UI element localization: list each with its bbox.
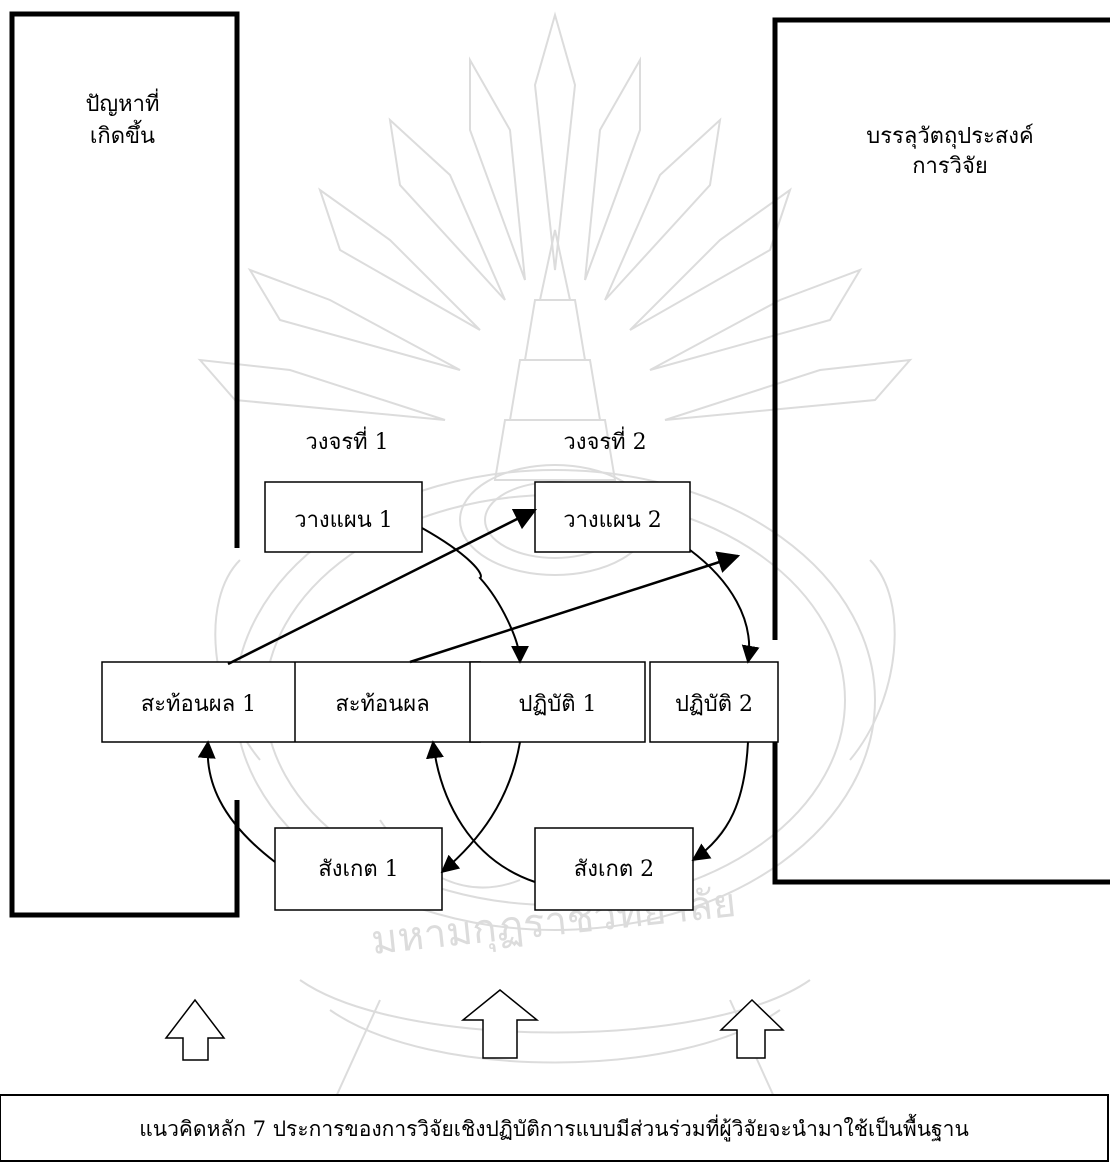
up-arrow-right: [719, 998, 785, 1059]
act2-label: ปฏิบัติ 2: [675, 692, 753, 717]
arrow-plan2-to-act2: [689, 549, 760, 664]
right-panel-title-line2: การวิจัย: [912, 154, 988, 179]
right-objective-panel: [772, 17, 1110, 885]
reflect1-label: สะท้อนผล 1: [140, 692, 257, 717]
seal-crown: [459, 229, 651, 576]
arrow-observe1-to-reflect1: [197, 740, 276, 863]
observe2-label: สังเกต 2: [573, 857, 655, 882]
bottom-principles-text: แนวคิดหลัก 7 ประการของการวิจัยเชิงปฏิบัต…: [139, 1117, 969, 1141]
observe1-label: สังเกต 1: [318, 857, 399, 882]
cycle2-label: วงจรที่ 2: [563, 430, 647, 455]
arrow-observe2-to-reflect2: [426, 740, 536, 883]
reflect-row-box: [101, 661, 481, 743]
act1-box: [469, 661, 646, 743]
act1-label: ปฏิบัติ 1: [518, 692, 597, 717]
plan2-box: [534, 481, 691, 553]
act2-box: [649, 661, 779, 743]
up-arrow-left: [164, 998, 226, 1061]
bottom-principles-box: [0, 1094, 1109, 1162]
reflect2-label: สะท้อนผล: [335, 692, 430, 717]
plan1-box: [264, 481, 423, 553]
plan1-label: วางแผน 1: [294, 508, 393, 533]
observe1-box: [274, 827, 443, 911]
left-panel-title-line1: ปัญหาที่: [85, 92, 160, 117]
observe2-box: [534, 827, 694, 911]
arrow-act1-to-observe1: [440, 741, 521, 874]
left-problem-panel: [9, 11, 240, 918]
right-panel-title-line1: บรรลุวัตถุประสงค์: [866, 124, 1034, 149]
up-arrow-center: [460, 989, 540, 1059]
arrow-act2-to-observe2: [691, 741, 749, 862]
arrow-reflect1-to-plan2: [227, 508, 538, 666]
plan2-label: วางแผน 2: [563, 508, 662, 533]
cycle1-label: วงจรที่ 1: [305, 430, 389, 455]
left-panel-title-line2: เกิดขึ้น: [89, 124, 156, 149]
arrow-reflect2-to-plan2: [409, 551, 741, 664]
